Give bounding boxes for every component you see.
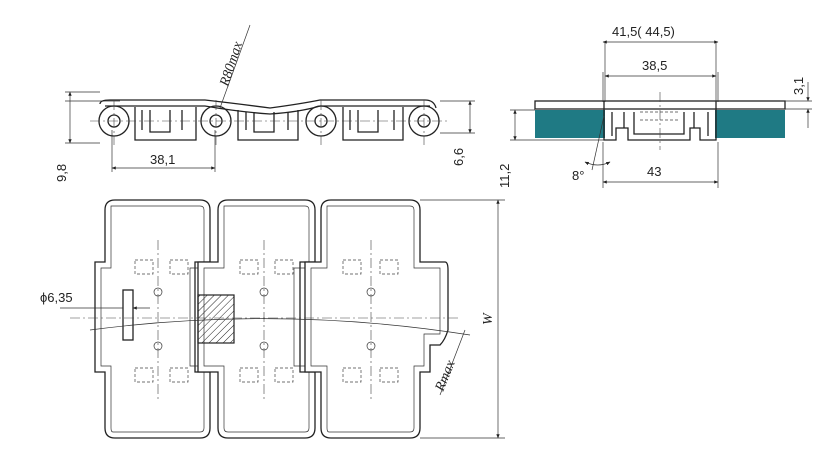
width-base-label: 43	[647, 164, 661, 179]
plan-view: ϕ6,35 Rmax W	[40, 199, 505, 439]
chain-plate-3	[304, 199, 449, 439]
lugs-plate-2	[239, 259, 294, 383]
front-view: 41,5( 44,5) 38,5 3,1 11,2 8° 43	[497, 24, 812, 188]
thickness-label: 3,1	[791, 77, 806, 95]
lugs-plate-3	[342, 259, 399, 383]
radius-max-side-label: R80max	[217, 39, 246, 89]
angle-label: 8°	[572, 168, 584, 183]
height-side-label: 11,2	[497, 164, 512, 188]
wear-strip-right	[715, 110, 785, 138]
radius-max-top-label: Rmax	[432, 358, 459, 395]
width-w-label: W	[481, 312, 496, 325]
width-inner-label: 38,5	[642, 58, 667, 73]
chain-plate-1	[94, 199, 211, 439]
width-top-label: 41,5( 44,5)	[612, 24, 675, 39]
wear-strip-left	[535, 110, 605, 138]
height-total-label: 9,8	[54, 164, 69, 182]
pin-diameter-label: ϕ6,35	[40, 290, 73, 305]
pitch-label: 38,1	[150, 152, 175, 167]
side-view: R80max 38,1 9,8 6,6	[54, 24, 475, 182]
height-plate-label: 6,6	[451, 148, 466, 166]
